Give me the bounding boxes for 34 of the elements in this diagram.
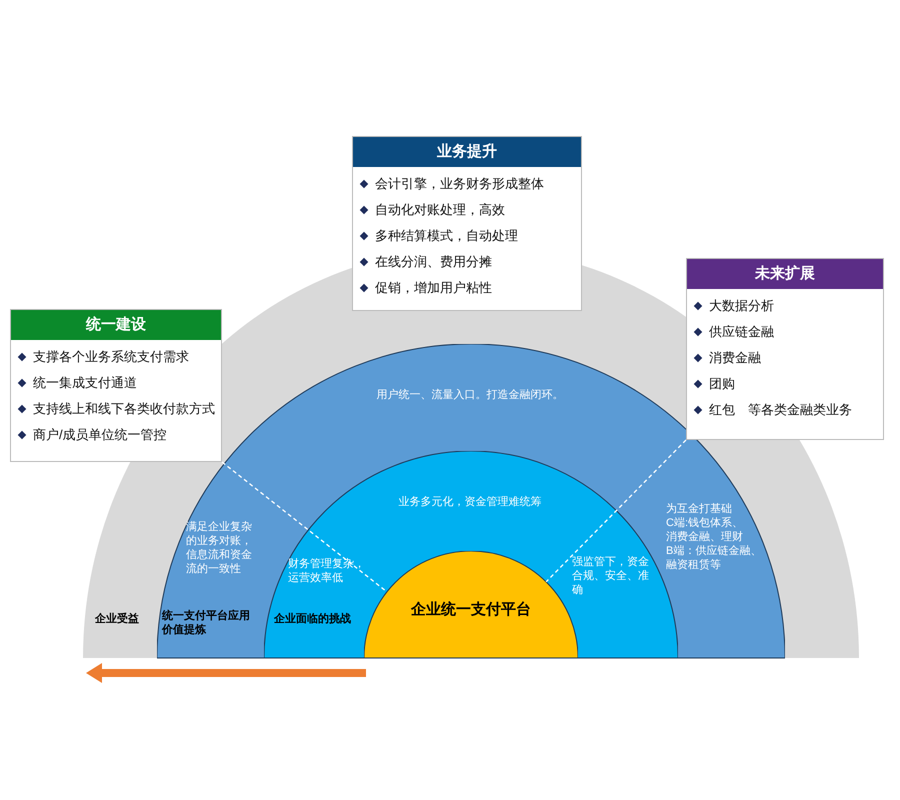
card-header: 统一建设 xyxy=(11,310,221,340)
bullet-item: 自动化对账处理，高效 xyxy=(353,197,581,223)
band-text: 业务多元化，资金管理难统筹 xyxy=(398,495,542,509)
band-heading: 统一支付平台应用价值提炼 xyxy=(162,609,251,637)
band-text: 强监管下，资金合规、安全、准确 xyxy=(572,555,650,597)
bullet-item: 商户/成员单位统一管控 xyxy=(11,422,221,448)
bullet-item: 消费金融 xyxy=(687,345,883,371)
bullet-item: 支撑各个业务系统支付需求 xyxy=(11,344,221,370)
info-card xyxy=(352,136,582,311)
bullet-item: 团购 xyxy=(687,371,883,397)
band-text: 为互金打基础 xyxy=(666,502,733,516)
card-header: 业务提升 xyxy=(353,137,581,167)
band-text: 用户统一、流量入口。打造金融闭环。 xyxy=(376,388,564,402)
band-heading: 企业受益 xyxy=(95,612,140,626)
band-text: 财务管理复杂，运营效率低 xyxy=(288,557,366,585)
card-header: 未来扩展 xyxy=(687,259,883,289)
info-card xyxy=(10,309,222,462)
band-text: 满足企业复杂的业务对账，信息流和资金流的一致性 xyxy=(186,520,253,576)
band-heading: 企业面临的挑战 xyxy=(274,612,352,626)
bullet-item: 供应链金融 xyxy=(687,319,883,345)
bullet-item: 多种结算模式，自动处理 xyxy=(353,223,581,249)
bullet-item: 大数据分析 xyxy=(687,293,883,319)
bullet-item: 促销，增加用户粘性 xyxy=(353,275,581,301)
bullet-item: 会计引擎，业务财务形成整体 xyxy=(353,171,581,197)
bullet-item: 统一集成支付通道 xyxy=(11,370,221,396)
band-heading: 企业统一支付平台 xyxy=(410,603,532,617)
bullet-item: 在线分润、费用分摊 xyxy=(353,249,581,275)
dashed-leader-line xyxy=(222,461,388,592)
bullet-item: 红包 等各类金融类业务 xyxy=(687,397,883,423)
dashed-leader-line xyxy=(546,440,686,582)
band-text: C端:钱包体系、消费金融、理财 xyxy=(666,516,744,544)
info-card xyxy=(686,258,884,440)
bullet-item: 支持线上和线下各类收付款方式 xyxy=(11,396,221,422)
band-text: B端：供应链金融、融资租赁等 xyxy=(666,544,762,572)
